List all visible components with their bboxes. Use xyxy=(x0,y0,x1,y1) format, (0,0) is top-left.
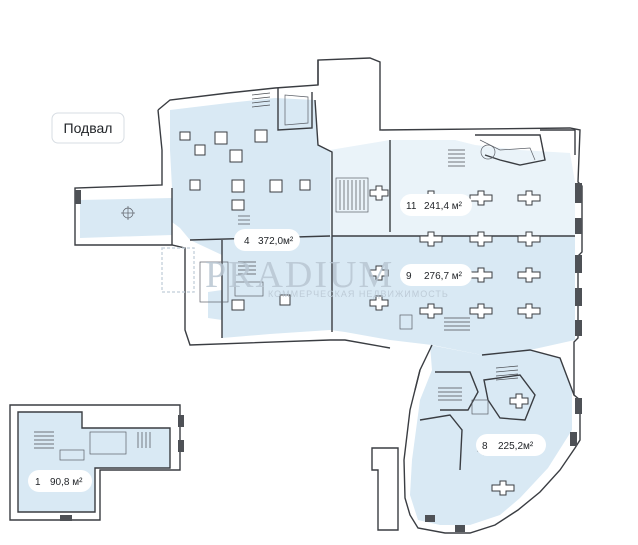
stair-8a xyxy=(438,387,462,401)
room-label-8[interactable]: 8 225,2м² xyxy=(476,434,546,456)
zone-4-corridor[interactable] xyxy=(80,198,172,238)
room-label-1[interactable]: 1 90,8 м² xyxy=(28,470,92,492)
svg-text:276,7 м²: 276,7 м² xyxy=(424,271,463,282)
room-label-4[interactable]: 4 372,0м² xyxy=(234,229,300,251)
stairs xyxy=(34,92,519,449)
svg-text:90,8 м²: 90,8 м² xyxy=(50,477,83,488)
svg-text:1: 1 xyxy=(35,477,41,488)
svg-text:4: 4 xyxy=(244,236,250,247)
walls xyxy=(9,57,583,534)
brand-logo: baza xyxy=(527,513,590,535)
zone-4-lower[interactable] xyxy=(190,232,330,338)
stair-top xyxy=(251,92,271,108)
stair-9 xyxy=(444,317,470,331)
stair-center xyxy=(339,180,365,210)
brand-text: baza xyxy=(552,515,590,534)
zone-1[interactable] xyxy=(18,412,170,512)
restroom-icon xyxy=(399,314,413,330)
stair-1 xyxy=(34,431,54,449)
svg-text:9: 9 xyxy=(406,271,412,282)
stair-left xyxy=(238,215,250,225)
brand-a-icon xyxy=(527,513,549,535)
stair-lower-left xyxy=(238,261,256,275)
svg-text:372,0м²: 372,0м² xyxy=(258,236,294,247)
stair-8b xyxy=(495,365,519,381)
zone-11[interactable] xyxy=(330,140,575,236)
floor-title: Подвал xyxy=(64,120,113,136)
svg-text:11: 11 xyxy=(406,201,417,212)
details xyxy=(59,144,496,461)
watermark: PRADIUM КОММЕРЧЕСКАЯ НЕДВИЖИМОСТЬ xyxy=(161,247,449,299)
restroom-icon-8 xyxy=(471,399,489,415)
stair-top-right xyxy=(448,149,465,167)
stair-1-right xyxy=(137,432,151,448)
brand-mark-icon xyxy=(531,514,545,527)
svg-text:241,4 м²: 241,4 м² xyxy=(424,201,463,212)
watermark-tagline: КОММЕРЧЕСКАЯ НЕДВИЖИМОСТЬ xyxy=(268,289,449,299)
watermark-logo-icon xyxy=(161,247,195,293)
wall-blocks xyxy=(60,183,582,532)
room-label-11[interactable]: 11 241,4 м² xyxy=(400,194,472,216)
svg-text:8: 8 xyxy=(482,441,488,452)
floor-title-tag: Подвал xyxy=(51,112,125,144)
watermark-name: PRADIUM xyxy=(205,254,394,296)
zone-4[interactable] xyxy=(170,98,330,240)
zone-9[interactable] xyxy=(330,236,575,355)
room-label-9[interactable]: 9 276,7 м² xyxy=(400,264,472,286)
round-column-icon xyxy=(480,144,496,160)
svg-text:225,2м²: 225,2м² xyxy=(498,441,534,452)
